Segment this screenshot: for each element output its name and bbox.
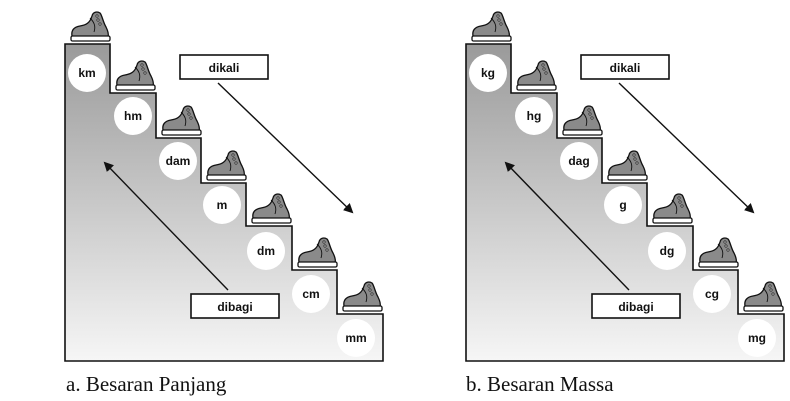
shoe-icon: [698, 237, 739, 268]
unit-circle: [114, 97, 152, 135]
unit-circle: [292, 275, 330, 313]
multiply-label: dikali: [610, 61, 641, 75]
unit-label: mg: [748, 331, 766, 345]
divide-arrow: [504, 161, 630, 291]
shoe-icon: [652, 193, 693, 224]
unit-label: dag: [568, 154, 589, 168]
unit-circle: [159, 142, 197, 180]
multiply-box: [179, 54, 269, 80]
diagram-caption: b. Besaran Massa: [466, 372, 614, 396]
unit-circle: [247, 232, 285, 270]
shoe-icon: [251, 193, 292, 224]
diagram-length: km hm dam m dm cm mm dikali dibagi a. Be…: [64, 11, 384, 396]
shoe-icon: [562, 105, 603, 136]
shoe-icon: [115, 60, 156, 91]
shoe-icon: [607, 150, 648, 181]
diagram-caption: a. Besaran Panjang: [66, 372, 227, 396]
unit-label: kg: [481, 66, 495, 80]
shoe-icon: [471, 11, 512, 42]
unit-circle: [648, 232, 686, 270]
shoe-icon: [297, 237, 338, 268]
multiply-arrow: [217, 82, 354, 214]
unit-circle: [469, 54, 507, 92]
unit-label: g: [619, 198, 626, 212]
unit-circle: [337, 319, 375, 357]
divide-label: dibagi: [217, 300, 252, 314]
unit-circle: [693, 275, 731, 313]
divide-box: [190, 293, 280, 319]
unit-label: dg: [660, 244, 675, 258]
unit-circle: [203, 186, 241, 224]
unit-circle: [738, 319, 776, 357]
multiply-label: dikali: [209, 61, 240, 75]
unit-circle: [68, 54, 106, 92]
unit-label: cg: [705, 287, 719, 301]
shoe-icon: [70, 11, 111, 42]
unit-label: cm: [302, 287, 319, 301]
unit-circle: [560, 142, 598, 180]
unit-label: hg: [527, 109, 542, 123]
shoe-icon: [206, 150, 247, 181]
multiply-box: [580, 54, 670, 80]
multiply-arrow: [618, 82, 755, 214]
unit-label: m: [217, 198, 228, 212]
unit-label: km: [78, 66, 95, 80]
shoe-icon: [516, 60, 557, 91]
unit-circle: [604, 186, 642, 224]
shoe-icon: [161, 105, 202, 136]
divide-label: dibagi: [618, 300, 653, 314]
unit-label: mm: [345, 331, 366, 345]
unit-label: dam: [166, 154, 191, 168]
unit-circle: [515, 97, 553, 135]
shoe-icon: [342, 281, 383, 312]
shoe-icon: [743, 281, 784, 312]
divide-arrow: [103, 161, 229, 291]
unit-label: hm: [124, 109, 142, 123]
unit-label: dm: [257, 244, 275, 258]
diagram-mass: kg hg dag g dg cg mg dikali dibagi b. Be…: [465, 11, 785, 396]
divide-box: [591, 293, 681, 319]
